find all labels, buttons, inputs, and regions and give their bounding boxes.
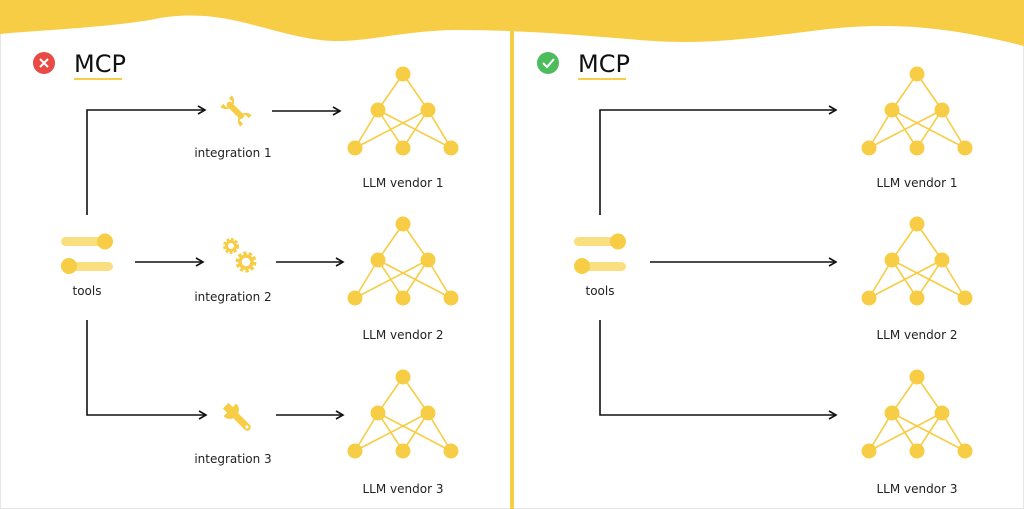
network-node — [884, 405, 900, 421]
arrow — [599, 320, 838, 420]
network-node — [395, 369, 411, 385]
vendor-label: LLM vendor 2 — [877, 328, 958, 342]
network-node — [395, 443, 411, 459]
network-node — [395, 290, 411, 306]
network-edge — [868, 412, 943, 452]
network-edge — [916, 412, 943, 452]
network-node — [861, 140, 877, 156]
network-node — [934, 252, 950, 268]
panel-without-mcp: MCP tools integration 1 integration 2 in… — [33, 50, 443, 496]
tools-toggle-icon — [574, 233, 626, 274]
gears-icon — [223, 238, 257, 273]
network-node — [420, 405, 436, 421]
network-node — [443, 443, 459, 459]
network-node — [934, 102, 950, 118]
network-edge — [377, 109, 452, 149]
network-node — [347, 290, 363, 306]
network-node — [909, 140, 925, 156]
tools-toggle-icon — [61, 233, 113, 274]
network-node — [395, 216, 411, 232]
vendor-label: LLM vendor 1 — [877, 176, 958, 190]
vendor-label: LLM vendor 2 — [363, 328, 444, 342]
network-edge — [891, 412, 966, 452]
network-edge — [891, 109, 966, 149]
network-node — [347, 443, 363, 459]
network-edge — [916, 259, 943, 299]
network-node — [909, 443, 925, 459]
arrow — [86, 105, 207, 215]
network-edge — [891, 259, 966, 299]
network-node — [909, 66, 925, 82]
network-node — [420, 252, 436, 268]
top-wave — [0, 0, 1024, 46]
wrench-icon — [220, 95, 252, 127]
neural-network-icon — [861, 66, 973, 156]
network-node — [957, 443, 973, 459]
network-edge — [354, 259, 429, 299]
network-node — [370, 252, 386, 268]
network-node — [861, 290, 877, 306]
close-icon-glyph — [39, 58, 49, 68]
panel-title: MCP — [578, 50, 630, 78]
network-node — [370, 405, 386, 421]
network-node — [934, 405, 950, 421]
network-node — [884, 252, 900, 268]
network-node — [443, 140, 459, 156]
network-edge — [402, 259, 429, 299]
arrow — [599, 105, 838, 215]
arrow — [86, 320, 208, 420]
wrench-icon — [222, 402, 251, 431]
title-underline — [74, 78, 122, 80]
neural-network-icon — [861, 216, 973, 306]
vendor-label: LLM vendor 1 — [363, 176, 444, 190]
network-node — [957, 140, 973, 156]
neural-network-icon — [861, 369, 973, 459]
check-icon — [537, 52, 559, 74]
network-node — [957, 290, 973, 306]
network-node — [909, 369, 925, 385]
network-edge — [402, 109, 429, 149]
panel-divider — [510, 30, 514, 509]
network-edge — [354, 109, 429, 149]
network-node — [884, 102, 900, 118]
panel-title: MCP — [74, 50, 126, 78]
network-edge — [868, 109, 943, 149]
network-node — [909, 216, 925, 232]
network-edge — [377, 412, 452, 452]
network-node — [395, 66, 411, 82]
vendor-label: LLM vendor 3 — [877, 482, 958, 496]
network-node — [347, 140, 363, 156]
network-node — [420, 102, 436, 118]
network-node — [443, 290, 459, 306]
tools-label: tools — [73, 284, 102, 298]
integration-label: integration 1 — [194, 146, 271, 160]
title-underline — [578, 78, 626, 80]
integration-label: integration 2 — [194, 290, 271, 304]
network-node — [370, 102, 386, 118]
network-node — [861, 443, 877, 459]
check-icon-glyph — [542, 58, 555, 69]
network-node — [395, 140, 411, 156]
network-edge — [868, 259, 943, 299]
integration-label: integration 3 — [194, 452, 271, 466]
panel-with-mcp: MCP tools LLM vendor 1 LLM vendor 2 LLM … — [537, 50, 957, 496]
network-edge — [354, 412, 429, 452]
neural-network-icon — [347, 369, 459, 459]
network-edge — [402, 412, 429, 452]
neural-network-icon — [347, 66, 459, 156]
tools-label: tools — [586, 284, 615, 298]
vendor-label: LLM vendor 3 — [363, 482, 444, 496]
network-edge — [377, 259, 452, 299]
network-edge — [916, 109, 943, 149]
network-node — [909, 290, 925, 306]
neural-network-icon — [347, 216, 459, 306]
